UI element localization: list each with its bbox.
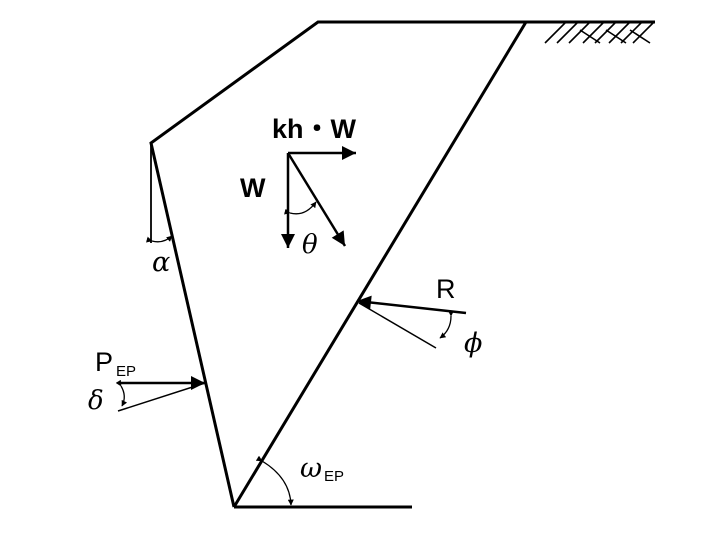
p-label: P — [95, 347, 113, 377]
omega-sub-label: EP — [324, 468, 344, 485]
theta-arc — [284, 201, 317, 215]
omega-arc — [255, 455, 294, 506]
kh-w-label: kh・W — [272, 114, 357, 144]
resultant-weight-arrow — [286, 152, 347, 247]
alpha-arc — [146, 235, 173, 243]
phi-label: ϕ — [464, 328, 482, 359]
theta-label: θ — [302, 230, 318, 260]
weight-label: W — [240, 173, 266, 203]
failure-plane — [232, 21, 528, 508]
delta-arc — [115, 379, 128, 407]
normal-reference-line — [358, 302, 437, 349]
ground-hatching — [544, 21, 655, 44]
wall-outline — [149, 20, 526, 508]
r-label: R — [436, 274, 456, 304]
alpha-label: α — [152, 247, 170, 278]
omega-label: ω — [300, 453, 322, 484]
p-sub-label: EP — [116, 363, 136, 380]
phi-arc — [439, 310, 455, 339]
delta-label: δ — [88, 386, 104, 416]
wall-friction-line — [117, 382, 206, 412]
